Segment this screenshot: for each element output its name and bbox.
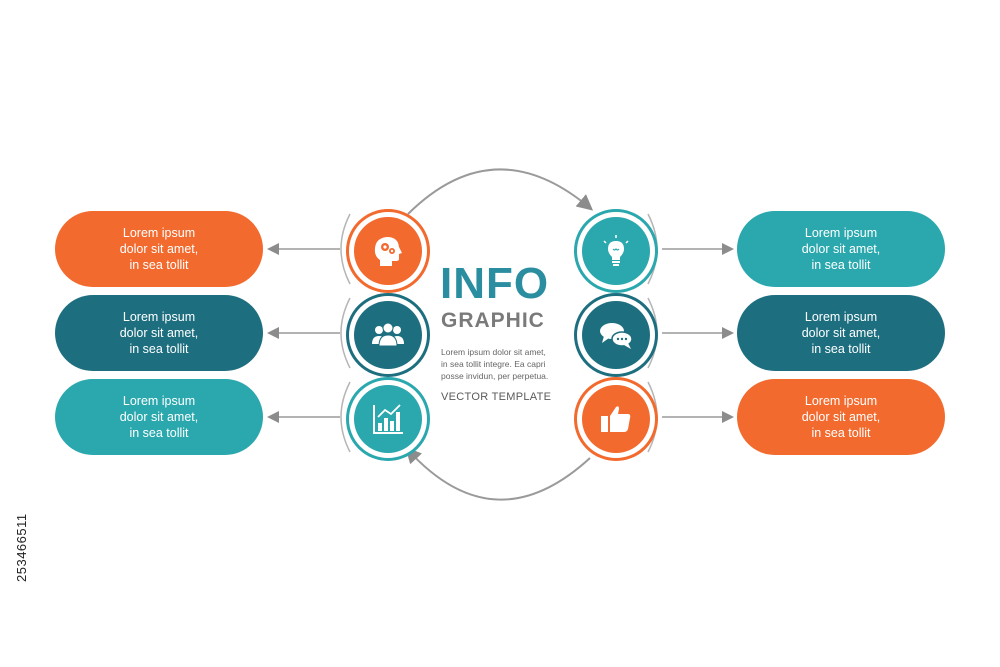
thumbs-up-icon	[601, 406, 631, 432]
pill-text: Lorem ipsum dolor sit amet, in sea tolli…	[119, 394, 199, 440]
top-arc-arrow	[407, 168, 594, 215]
left-pill-3: Lorem ipsum dolor sit amet, in sea tolli…	[55, 379, 263, 455]
right-pill-2: Lorem ipsum dolor sit amet, in sea tolli…	[737, 295, 945, 371]
right-pill-3: Lorem ipsum dolor sit amet, in sea tolli…	[737, 379, 945, 455]
team-icon	[372, 322, 404, 347]
node-left-2	[346, 293, 430, 377]
left-pill-1: Lorem ipsum dolor sit amet, in sea tolli…	[55, 211, 263, 287]
infographic-title: INFO	[440, 259, 550, 308]
left-pill-2: Lorem ipsum dolor sit amet, in sea tolli…	[55, 295, 263, 371]
head-gears-icon	[374, 237, 402, 266]
vector-template-label: VECTOR TEMPLATE	[441, 391, 552, 403]
node-right-2	[574, 293, 658, 377]
node-left-1	[346, 209, 430, 293]
chat-bubbles-icon	[600, 323, 633, 349]
node-left-3	[346, 377, 430, 461]
pill-text: Lorem ipsum dolor sit amet, in sea tolli…	[801, 226, 881, 272]
lightbulb-icon	[603, 235, 629, 266]
right-pill-1: Lorem ipsum dolor sit amet, in sea tolli…	[737, 211, 945, 287]
node-right-3	[574, 377, 658, 461]
stock-id-watermark: 253466511	[14, 513, 29, 582]
infographic-subtitle: GRAPHIC	[441, 309, 545, 332]
pill-text: Lorem ipsum dolor sit amet, in sea tolli…	[801, 310, 881, 356]
pill-text: Lorem ipsum dolor sit amet, in sea tolli…	[119, 226, 199, 272]
pill-text: Lorem ipsum dolor sit amet, in sea tolli…	[801, 394, 881, 440]
node-right-1	[574, 209, 658, 293]
bottom-arc-arrow	[405, 447, 591, 501]
bar-chart-icon	[373, 404, 403, 434]
infographic-body: Lorem ipsum dolor sit amet, in sea tolli…	[441, 347, 549, 381]
pill-text: Lorem ipsum dolor sit amet, in sea tolli…	[119, 310, 199, 356]
